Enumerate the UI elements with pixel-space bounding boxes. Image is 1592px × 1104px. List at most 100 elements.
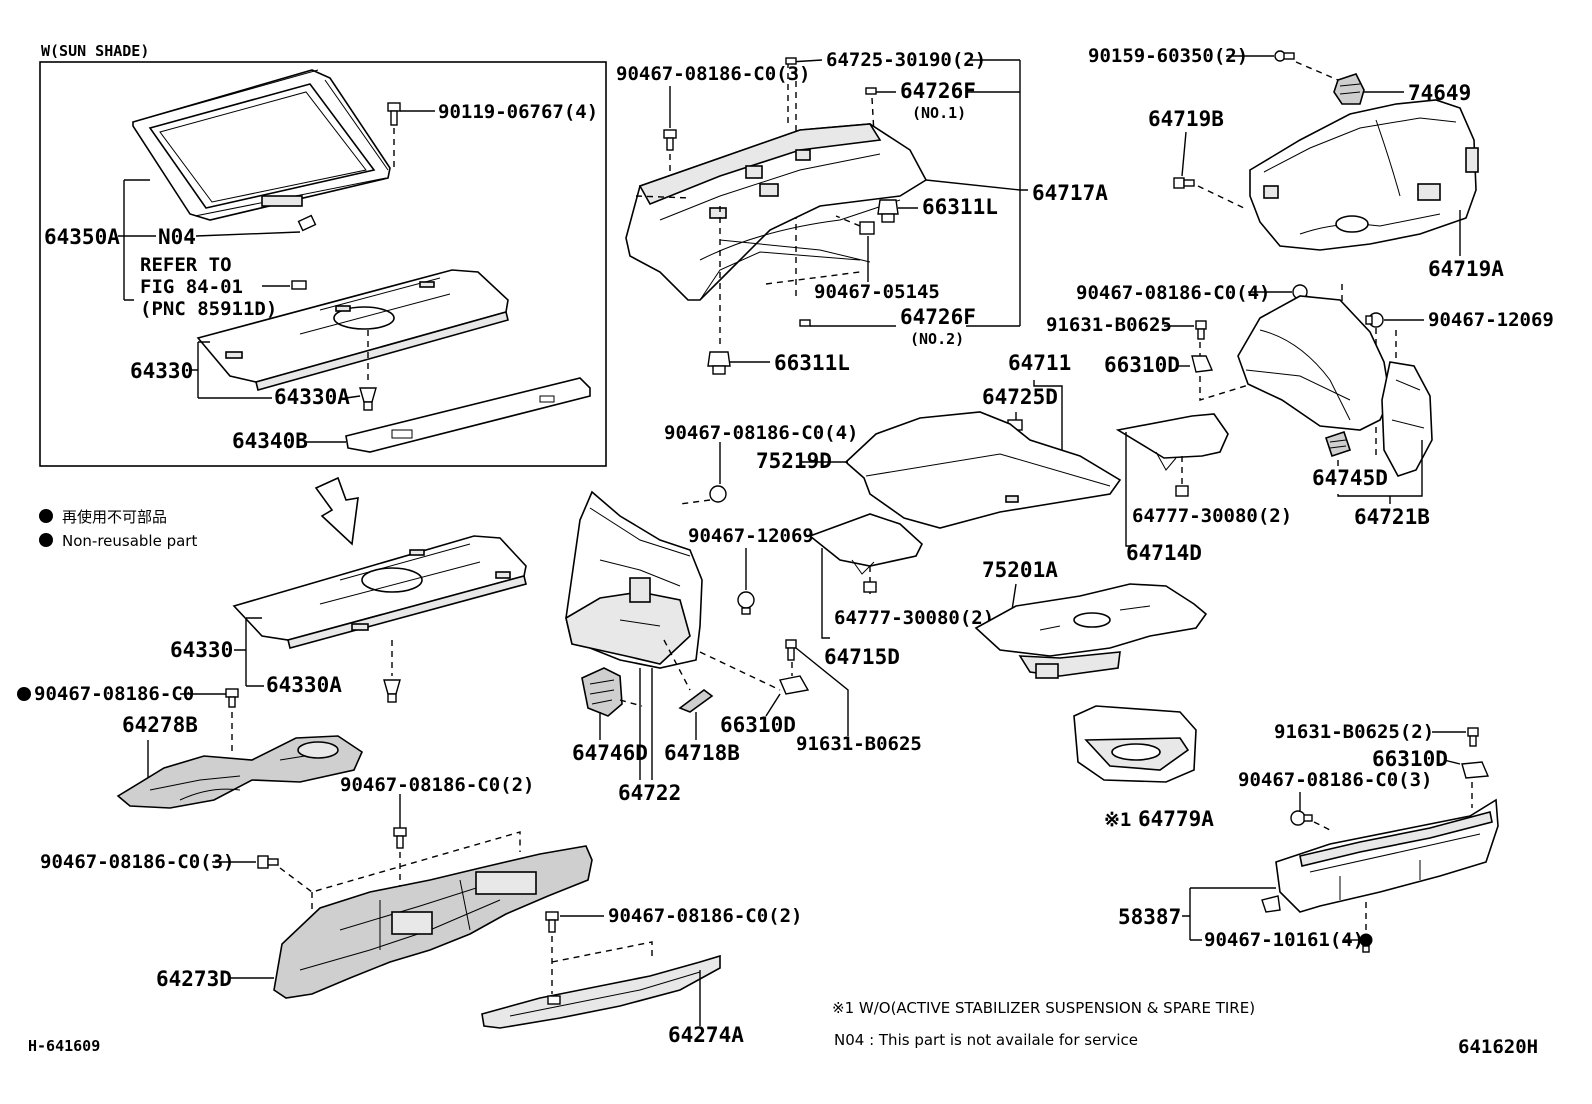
clip-64777-30080-a	[1175, 485, 1189, 497]
label-91631-B0625-a: 91631-B0625	[1046, 314, 1172, 336]
label-64779A: 64779A	[1138, 807, 1214, 831]
label-64726F-1: 64726F	[900, 79, 976, 103]
clip-90467-12069-b	[737, 591, 755, 615]
label-64330A: 64330A	[266, 673, 342, 697]
non-reusable-bullet-icon	[17, 687, 31, 701]
label-90467-08186-C0-4a: 90467-08186-C0(4)	[1076, 282, 1270, 304]
bolt-91631-B0625-b	[785, 639, 797, 661]
label-64719A: 64719A	[1428, 257, 1504, 281]
label-64718B: 64718B	[664, 741, 740, 765]
label-64719B: 64719B	[1148, 107, 1224, 131]
label-91631-B0625-b: 91631-B0625	[796, 733, 922, 755]
clip-64330A-inset	[359, 387, 377, 411]
clip-90467-10161	[1359, 933, 1373, 953]
clip-90467-08186-C0-3a	[257, 855, 279, 869]
label-64715D: 64715D	[824, 645, 900, 669]
label-90467-08186-C0-2b: 90467-08186-C0(2)	[608, 905, 802, 927]
label-66311L-b: 66311L	[774, 351, 850, 375]
label-64726F-2: 64726F	[900, 305, 976, 329]
clip-90467-08186-C0-2a	[393, 827, 407, 849]
label-64714D: 64714D	[1126, 541, 1202, 565]
label-64273D: 64273D	[156, 967, 232, 991]
label-90467-08186-C0-3-top: 90467-08186-C0(3)	[616, 63, 810, 85]
bullet-icon	[39, 509, 53, 523]
sunshade-inset: W(SUN SHADE) 90119-06767(4) 64350A N04 R…	[39, 42, 607, 467]
legend-jp: 再使用不可部品	[62, 508, 167, 526]
label-64717A: 64717A	[1032, 181, 1108, 205]
label-66310D-b: 66310D	[720, 713, 796, 737]
trim-64340B	[345, 377, 591, 453]
clip-90159-60350	[1274, 50, 1295, 62]
trunk-mat-64711	[844, 411, 1122, 529]
bracket-66310D-c	[1461, 761, 1490, 779]
clip-90467-08186-C0-3-top	[663, 129, 677, 151]
bracket-66310D-a	[1191, 355, 1214, 373]
legend: 再使用不可部品 Non-reusable part	[39, 508, 197, 550]
label-66310D-c: 66310D	[1372, 747, 1448, 771]
label-64746D: 64746D	[572, 741, 648, 765]
footer-left-code: H-641609	[28, 1037, 100, 1055]
label-64726F-2-sub: (NO.2)	[910, 330, 964, 348]
mat-64715D	[808, 513, 923, 575]
label-90467-10161: 90467-10161(4)	[1204, 929, 1364, 951]
note-1: ※1 W/O(ACTIVE STABILIZER SUSPENSION & SP…	[832, 999, 1255, 1017]
label-90467-12069-a: 90467-12069	[1428, 309, 1554, 331]
label-N04: N04	[158, 225, 196, 249]
label-75201A: 75201A	[982, 558, 1058, 582]
trunk-trim-64717A	[625, 123, 928, 301]
label-66311L-a: 66311L	[922, 195, 998, 219]
package-tray-inset-64330	[196, 269, 509, 391]
clip-66311L-a	[877, 199, 899, 223]
insulator-64274A	[481, 954, 721, 1029]
label-91631-B0625-2: 91631-B0625(2)	[1274, 721, 1434, 743]
legend-en: Non-reusable part	[62, 532, 197, 550]
part-64746D	[581, 667, 623, 717]
bolt-91631-B0625-2	[1467, 727, 1479, 747]
sunshade-assembly-64350A	[132, 69, 391, 232]
label-90467-08186-C0-4b: 90467-08186-C0(4)	[664, 422, 858, 444]
refer-line2: FIG 84-01	[140, 276, 243, 298]
refer-line1: REFER TO	[140, 254, 232, 276]
clip-64726F-2	[799, 319, 811, 327]
part-64745D	[1324, 430, 1352, 458]
trunk-side-trim-64721B	[1237, 295, 1433, 477]
insulator-64278B	[116, 735, 364, 809]
clip-64777-30080-b	[863, 581, 877, 593]
bullet-icon	[39, 533, 53, 547]
label-64726F-1-sub: (NO.1)	[912, 104, 966, 122]
package-tray-64330	[232, 535, 527, 649]
trunk-lid-trim-64719A	[1249, 99, 1479, 251]
label-64330: 64330	[170, 638, 233, 662]
label-75219D: 75219D	[756, 449, 832, 473]
clip-90119-06767	[387, 102, 401, 126]
mat-64714D	[1115, 413, 1229, 471]
label-64721B: 64721B	[1354, 505, 1430, 529]
label-64777-30080-b: 64777-30080(2)	[834, 607, 994, 629]
inset-border	[39, 61, 607, 467]
label-90119-06767: 90119-06767(4)	[438, 101, 598, 123]
clip-90467-12069-a	[1365, 312, 1384, 328]
label-64330A-inset: 64330A	[274, 385, 350, 409]
label-64278B: 64278B	[122, 713, 198, 737]
spare-tire-cover-75201A	[974, 583, 1208, 679]
label-90159-60350: 90159-60350(2)	[1088, 45, 1248, 67]
bracket-74649	[1333, 73, 1365, 105]
label-64725D: 64725D	[982, 385, 1058, 409]
clip-90467-08186-C0	[225, 688, 239, 708]
clip-66311L-b	[707, 351, 731, 375]
label-64711: 64711	[1008, 351, 1071, 375]
floor-insulator-64273D	[273, 845, 593, 999]
note-2: N04 : This part is not availale for serv…	[834, 1031, 1138, 1049]
clip-64726F-1	[865, 87, 877, 95]
label-90467-08186-C0-3b: 90467-08186-C0(3)	[1238, 769, 1432, 791]
clip-90467-08186-C0-2b	[545, 911, 559, 933]
label-64340B: 64340B	[232, 429, 308, 453]
label-64779A-mark: ※1	[1104, 809, 1131, 831]
label-90467-08186-C0-2a: 90467-08186-C0(2)	[340, 774, 534, 796]
label-64350A: 64350A	[44, 225, 120, 249]
clip-90467-08186-C0-3b	[1290, 810, 1313, 826]
label-64725-30190: 64725-30190(2)	[826, 49, 986, 71]
clip-64725-30190	[785, 57, 797, 65]
